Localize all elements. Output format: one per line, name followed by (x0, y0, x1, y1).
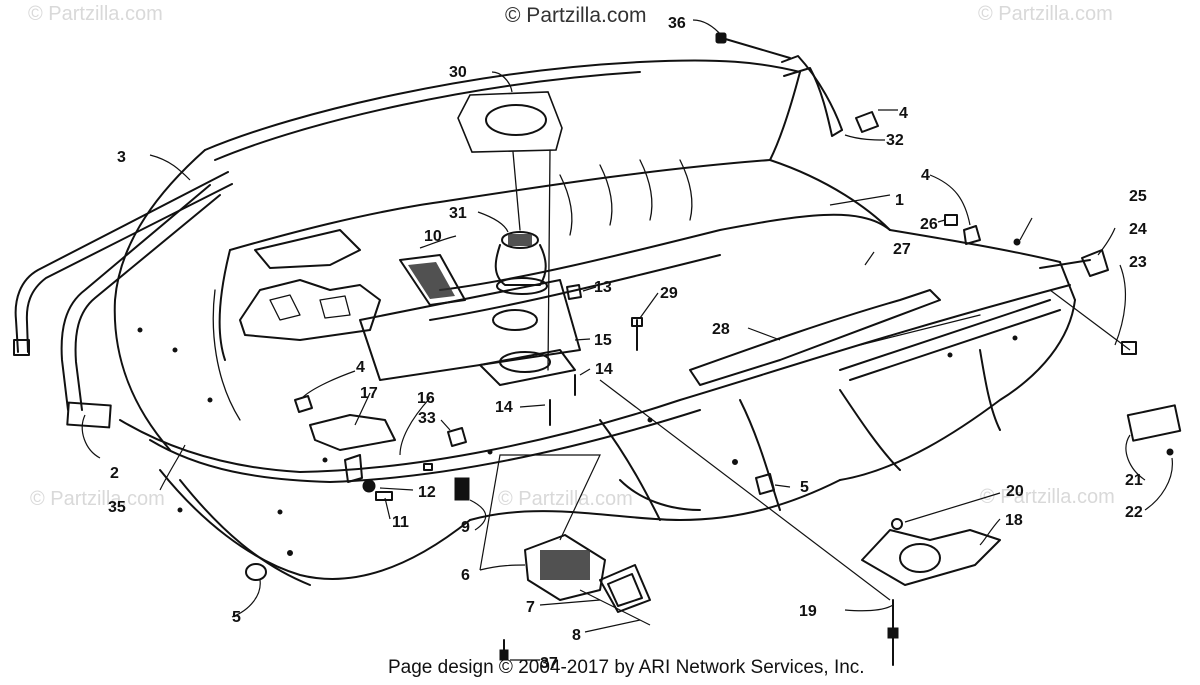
footer-copyright: Page design © 2004-2017 by ARI Network S… (388, 657, 865, 678)
callout-26: 26 (920, 216, 938, 233)
watermark-mid-left: © Partzilla.com (30, 488, 165, 510)
callout-14-right: 14 (595, 361, 613, 378)
callout-8: 8 (572, 627, 581, 644)
part-32-trim (781, 55, 843, 137)
callout-7: 7 (526, 599, 535, 616)
callout-36: 36 (668, 15, 686, 32)
callout-3: 3 (117, 149, 126, 166)
callout-23: 23 (1129, 254, 1147, 271)
part-30-gasket (457, 91, 563, 371)
callout-4-right: 4 (921, 167, 930, 184)
watermark-mid-center: © Partzilla.com (498, 488, 633, 510)
callout-20: 20 (1006, 483, 1024, 500)
watermark-top-center: © Partzilla.com (505, 4, 647, 27)
fasteners (245, 32, 1182, 666)
callout-16: 16 (417, 390, 435, 407)
callout-25: 25 (1129, 188, 1147, 205)
callout-10: 10 (424, 228, 442, 245)
part-31-boot (494, 231, 548, 295)
leader-lines (81, 19, 1173, 661)
callout-4-left: 4 (356, 359, 365, 376)
part-2-bumper (60, 184, 221, 429)
callout-17: 17 (360, 385, 378, 402)
callout-11: 11 (392, 514, 409, 531)
callout-19: 19 (799, 603, 817, 620)
callout-33: 33 (418, 410, 436, 427)
callout-1: 1 (895, 192, 904, 209)
callout-5-right: 5 (800, 479, 809, 496)
hood-shell (113, 59, 1076, 586)
callout-18: 18 (1005, 512, 1023, 529)
callout-4-top: 4 (899, 105, 908, 122)
callout-12: 12 (418, 484, 436, 501)
callout-15: 15 (594, 332, 612, 349)
callout-28: 28 (712, 321, 730, 338)
callout-13: 13 (594, 279, 612, 296)
callout-37: 37 (540, 655, 558, 672)
callout-30: 30 (449, 64, 467, 81)
callout-35: 35 (108, 499, 126, 516)
callout-24: 24 (1129, 221, 1147, 238)
callout-31: 31 (449, 205, 467, 222)
watermark-mid-right: © Partzilla.com (980, 486, 1115, 508)
callout-6: 6 (461, 567, 470, 584)
callout-9: 9 (461, 519, 470, 536)
callout-22: 22 (1125, 504, 1143, 521)
callout-21: 21 (1125, 472, 1143, 489)
watermark-top-left: © Partzilla.com (28, 3, 163, 25)
callout-14-left: 14 (495, 399, 513, 416)
watermark-top-right: © Partzilla.com (978, 3, 1113, 25)
callout-29: 29 (660, 285, 678, 302)
callout-2: 2 (110, 465, 119, 482)
callout-5-left: 5 (232, 609, 241, 626)
callout-32: 32 (886, 132, 904, 149)
part-3-trim (13, 171, 233, 356)
callout-labels: 1 2 3 4 4 4 5 5 6 7 8 9 10 11 12 13 14 1… (108, 15, 1147, 672)
callout-27: 27 (893, 241, 911, 258)
